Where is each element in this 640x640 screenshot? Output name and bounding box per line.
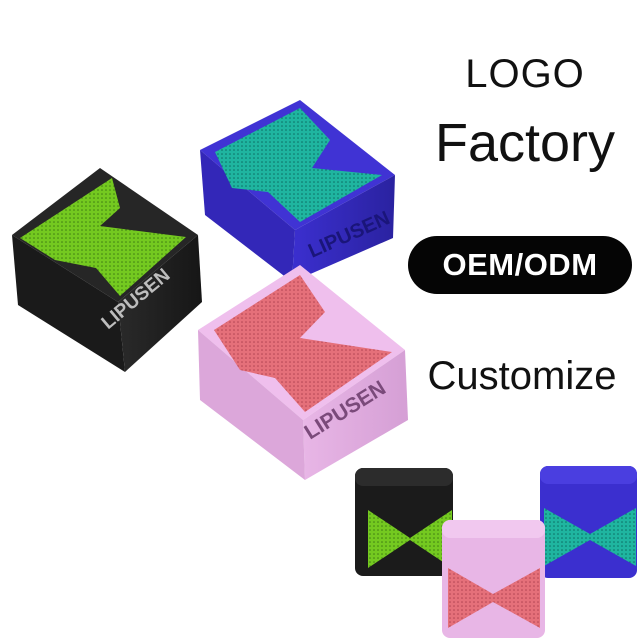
- black-speaker-cube: LIPUSEN: [12, 168, 202, 372]
- small-black-speaker: [355, 468, 453, 576]
- small-pink-speaker: [442, 520, 545, 638]
- customize-heading: Customize: [427, 354, 617, 398]
- blue-speaker-cube: LIPUSEN: [200, 100, 395, 282]
- oem-odm-badge: OEM/ODM: [408, 236, 632, 294]
- logo-heading: LOGO: [465, 52, 585, 96]
- small-blue-speaker: [540, 466, 637, 578]
- pink-speaker-cube: LIPUSEN: [198, 265, 408, 480]
- factory-heading: Factory: [434, 113, 616, 173]
- oem-odm-label: OEM/ODM: [442, 247, 598, 282]
